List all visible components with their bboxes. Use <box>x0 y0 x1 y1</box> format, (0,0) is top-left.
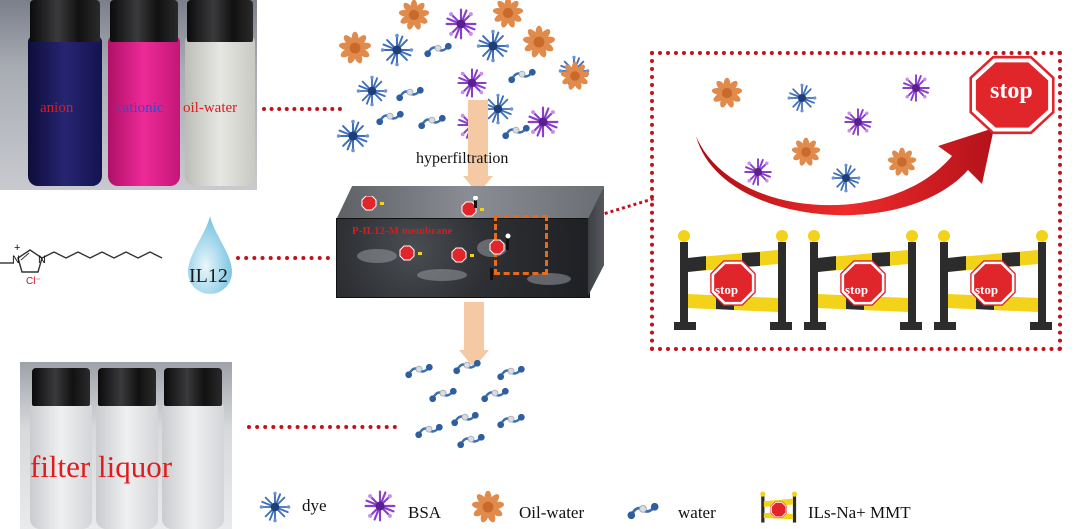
membrane-side-face <box>588 186 604 296</box>
filtrate-vial-2-cap <box>98 368 156 406</box>
connector-filtrate-to-permeate <box>247 425 397 429</box>
legend-label-ils-mmt: ILs-Na+ MMT <box>808 503 911 522</box>
rejection-arrow <box>696 128 994 216</box>
filtrate-vial-1-cap <box>32 368 90 406</box>
hyperfiltration-label: hyperfiltration <box>416 150 509 167</box>
ils-mmt-barrier-1 <box>674 230 792 330</box>
legend-label-oil-water: Oil-water <box>519 503 585 522</box>
oil-water-label: oil-water <box>183 100 238 116</box>
filtrate-vial-3-cap <box>164 368 222 406</box>
n-atom-label-1: N <box>12 254 20 266</box>
filtrate-vial-2 <box>96 402 158 529</box>
legend-label-dye: dye <box>302 496 327 515</box>
arrow-membrane-to-permeate-shaft <box>464 302 484 352</box>
filter-liquor-label: filter liquor <box>30 449 173 484</box>
chloride-label: Cl⁻ <box>26 276 41 287</box>
rejection-detail-frame <box>650 51 1062 351</box>
barrier-1-stop-text: stop <box>715 282 739 297</box>
ils-mmt-legend-icon <box>760 491 798 523</box>
membrane-pore <box>527 273 571 285</box>
ils-mmt-barrier-3 <box>934 230 1052 330</box>
dye-legend-icon <box>258 490 292 524</box>
anion-vial-cap <box>30 0 100 42</box>
il12-droplet-icon <box>188 216 232 294</box>
arrow-feed-to-membrane-shaft <box>468 100 488 178</box>
permeate-water <box>404 358 526 450</box>
filtrate-vial-3 <box>162 402 224 529</box>
oil-water-legend-icon <box>471 490 505 524</box>
cationic-label: cationic <box>116 100 164 116</box>
oil-water-vial <box>185 36 255 186</box>
barrier-2-stop-text: stop <box>845 282 869 297</box>
legend-label-water: water <box>678 503 716 522</box>
il12-label: IL12 <box>189 265 228 287</box>
legend-label-bsa: BSA <box>408 503 442 522</box>
feed-mixture <box>335 0 591 154</box>
filtrate-vial-1 <box>30 402 92 529</box>
n-atom-label-2: N <box>38 254 46 266</box>
connector-il-to-membrane <box>236 256 330 260</box>
ils-mmt-barrier-2 <box>804 230 922 330</box>
membrane-label: P-IL12-M membrane <box>352 225 453 237</box>
cation-charge-label: + <box>14 242 21 254</box>
barrier-3-stop-text: stop <box>975 282 999 297</box>
connector-vials-to-feed <box>262 107 342 111</box>
cationic-vial-cap <box>110 0 178 42</box>
cationic-vial <box>108 36 180 186</box>
membrane-pore <box>357 249 397 263</box>
dye-vials-photo: anion cationic oil-water <box>0 0 257 190</box>
stop-sign-icon <box>969 55 1055 135</box>
anion-vial <box>28 36 102 186</box>
anion-label: anion <box>40 100 74 116</box>
membrane-pore <box>417 269 467 281</box>
water-legend-icon <box>626 501 660 521</box>
il12-structure <box>0 249 163 273</box>
membrane-embedded-barriers <box>361 196 511 280</box>
filtrate-vials-photo <box>20 362 232 529</box>
bsa-legend-icon <box>364 490 396 522</box>
stop-sign-text: stop <box>990 78 1033 104</box>
oil-water-vial-cap <box>187 0 253 42</box>
